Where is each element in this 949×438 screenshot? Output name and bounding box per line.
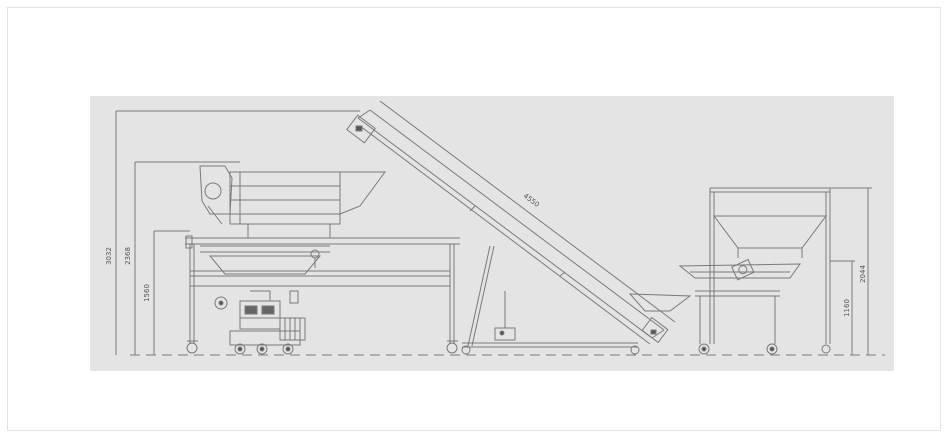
dim-conveyor-length: 4550	[522, 192, 541, 209]
technical-drawing: 3032 2368 1560 4550 2044 1160	[90, 96, 894, 371]
dim-hopper-height: 2368	[124, 247, 132, 265]
dim-frame-height: 1560	[143, 284, 151, 302]
inclined-conveyor	[346, 100, 692, 355]
pump-unit	[214, 290, 306, 355]
right-machine	[678, 187, 872, 355]
image-frame: 3032 2368 1560 4550 2044 1160	[7, 7, 941, 431]
left-machine	[185, 165, 460, 355]
dimension-labels: 3032 2368 1560 4550 2044 1160	[105, 192, 867, 317]
dim-overall-height: 3032	[105, 247, 113, 265]
dim-right-table-height: 1160	[843, 299, 851, 317]
dim-right-frame-height: 2044	[859, 265, 867, 283]
left-dimension-lines	[115, 110, 360, 355]
machine-diagram: 3032 2368 1560 4550 2044 1160	[105, 100, 885, 356]
